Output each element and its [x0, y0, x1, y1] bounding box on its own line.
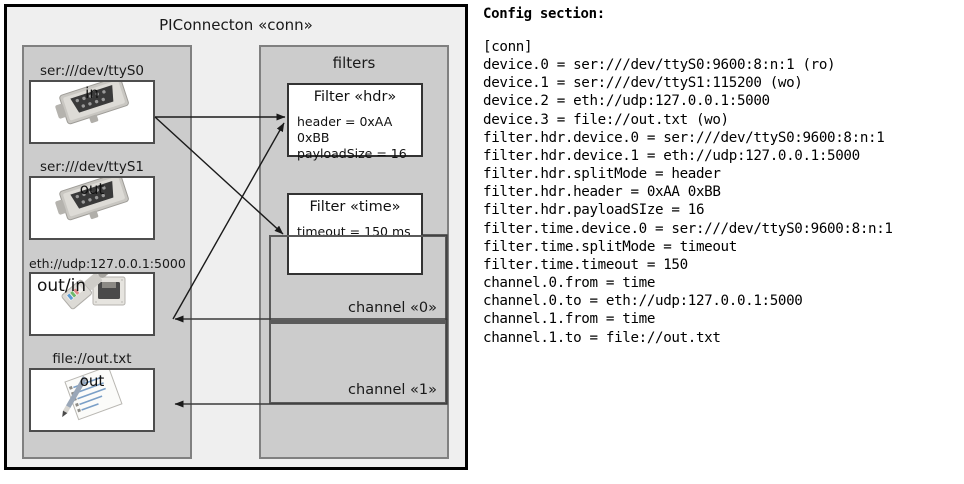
channel-label: channel «0»: [348, 300, 437, 316]
panel-gap: [192, 45, 259, 459]
ethernet-jack-icon: [31, 274, 153, 334]
device-caption: ser:///dev/ttyS0: [40, 63, 144, 79]
device-direction-label: out: [79, 372, 105, 390]
device-card[interactable]: out/in: [29, 272, 155, 336]
device-caption: file://out.txt: [52, 351, 132, 367]
device-caption: eth://udp:127.0.0.1:5000: [29, 256, 186, 271]
config-line: device.1 = ser:///dev/ttyS1:115200 (wo): [483, 75, 803, 92]
config-section: Config section: [conn] device.0 = ser:///…: [483, 6, 953, 347]
config-line: device.3 = file://out.txt (wo): [483, 111, 729, 128]
config-line: filter.hdr.device.0 = ser:///dev/ttyS0:9…: [483, 129, 885, 146]
diagram-title: PIConnecton «conn»: [159, 16, 313, 34]
config-line: filter.time.splitMode = timeout: [483, 238, 737, 255]
device-card[interactable]: in: [29, 80, 155, 144]
config-line: filter.hdr.payloadSIze = 16: [483, 202, 705, 219]
config-line: channel.0.to = eth://udp:127.0.0.1:5000: [483, 293, 803, 310]
config-line: channel.1.to = file://out.txt: [483, 329, 721, 346]
text-file-icon: [31, 370, 153, 430]
config-line: device.2 = eth://udp:127.0.0.1:5000: [483, 93, 770, 110]
device-node-ttys1[interactable]: ser:///dev/ttyS1 out: [29, 159, 155, 240]
device-node-file[interactable]: file://out.txt out: [29, 351, 155, 432]
config-line: channel.0.from = time: [483, 275, 656, 292]
config-heading: Config section:: [483, 6, 605, 22]
filter-prop: payloadSize = 16: [297, 146, 407, 161]
config-line: [conn]: [483, 39, 533, 55]
config-line: filter.time.timeout = 150: [483, 256, 688, 273]
filter-title: Filter «time»: [309, 199, 401, 215]
serial-connector-icon: [31, 178, 153, 238]
filters-panel-title: filters: [332, 54, 376, 72]
device-node-ttys0[interactable]: ser:///dev/ttyS0 in: [29, 63, 155, 144]
filter-box-hdr[interactable]: Filter «hdr» header = 0xAA 0xBB payloadS…: [287, 83, 423, 161]
channel-box-0[interactable]: channel «0»: [269, 235, 447, 322]
filter-title: Filter «hdr»: [313, 89, 397, 105]
filter-prop: header = 0xAA 0xBB: [297, 114, 393, 145]
device-direction-label: out: [79, 180, 105, 198]
device-direction-label: in: [85, 84, 99, 102]
config-lines: [conn] device.0 = ser:///dev/ttyS0:9600:8…: [483, 38, 953, 347]
connection-diagram: PIConnecton «conn» filters ser:///dev/tt…: [4, 4, 468, 470]
channel-label: channel «1»: [348, 382, 437, 398]
config-line: filter.time.device.0 = ser:///dev/ttyS0:…: [483, 220, 893, 237]
device-card[interactable]: out: [29, 176, 155, 240]
device-caption: ser:///dev/ttyS1: [40, 159, 144, 175]
serial-connector-icon: [31, 82, 153, 142]
config-line: filter.hdr.splitMode = header: [483, 166, 721, 183]
config-line: filter.hdr.header = 0xAA 0xBB: [483, 184, 721, 201]
config-line: device.0 = ser:///dev/ttyS0:9600:8:n:1 (…: [483, 57, 836, 74]
device-node-eth[interactable]: eth://udp:127.0.0.1:5000 out/in: [29, 255, 186, 336]
config-line: channel.1.from = time: [483, 311, 656, 328]
channel-box-1[interactable]: channel «1»: [269, 322, 447, 404]
config-line: filter.hdr.device.1 = eth://udp:127.0.0.…: [483, 147, 860, 164]
device-direction-label: out/in: [37, 276, 87, 296]
device-card[interactable]: out: [29, 368, 155, 432]
